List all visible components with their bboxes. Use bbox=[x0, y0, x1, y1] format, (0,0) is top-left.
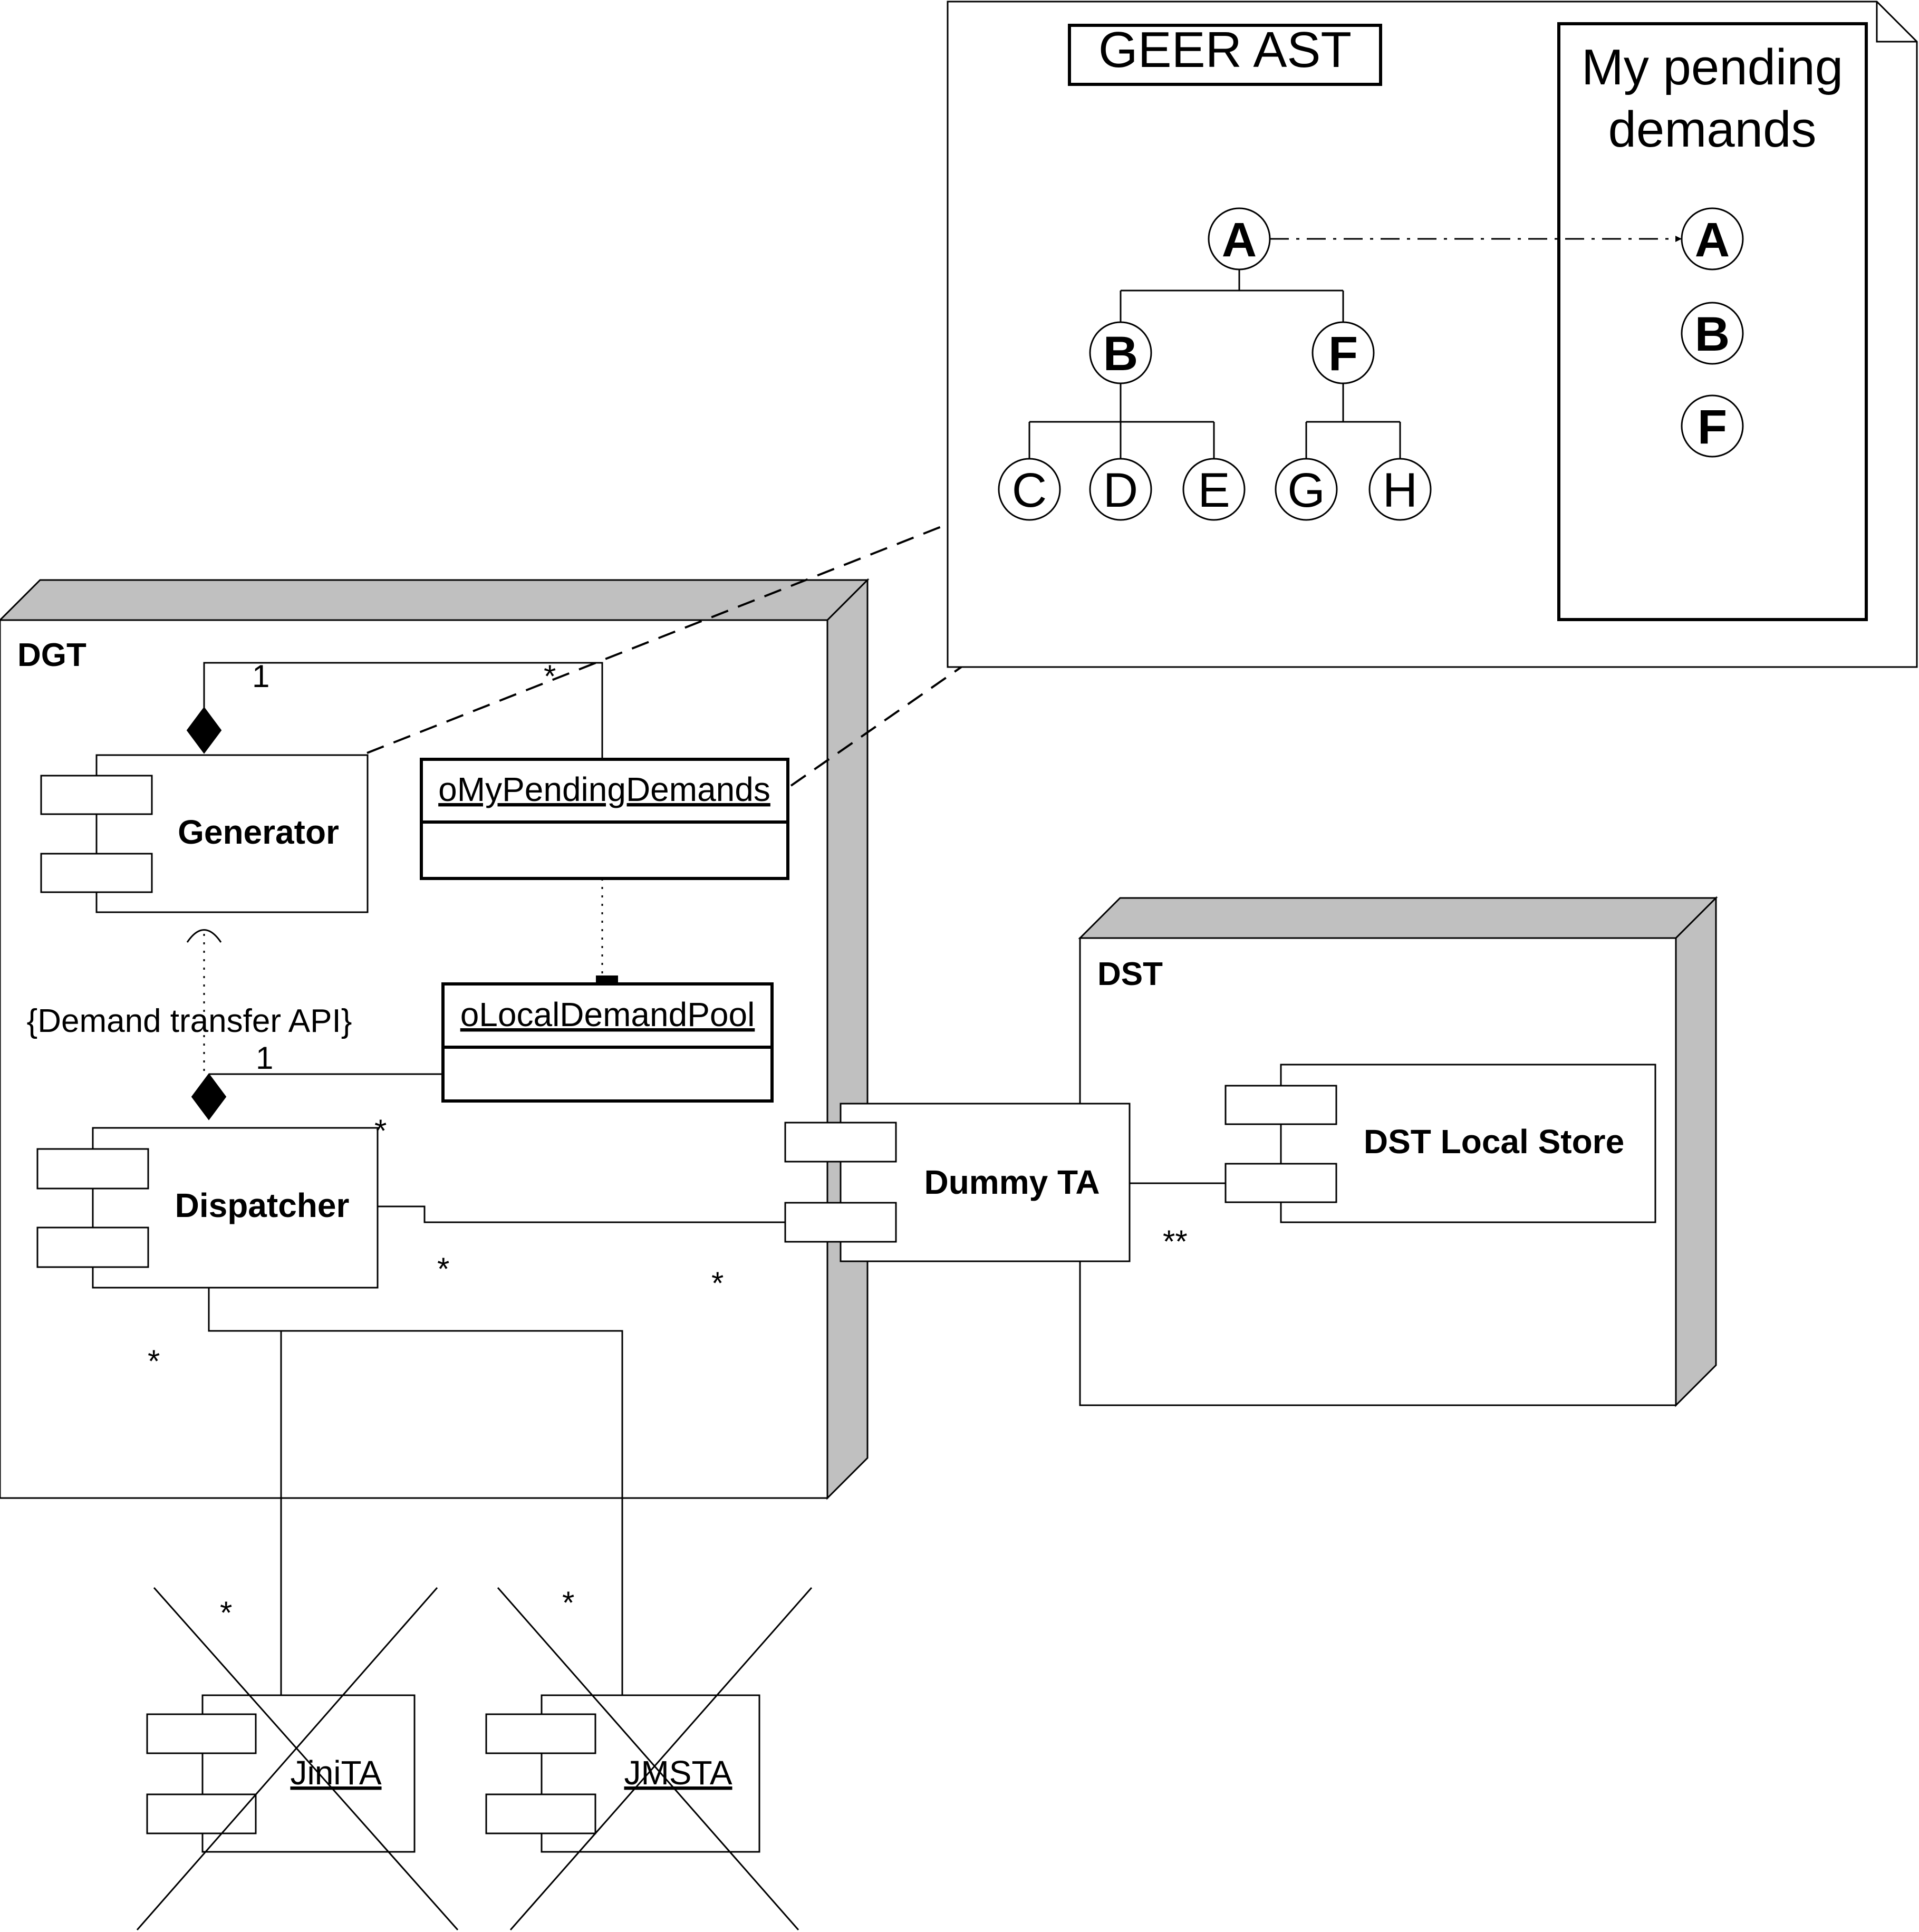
note-link-generator bbox=[367, 525, 943, 754]
api-socket bbox=[186, 929, 222, 943]
local-demand-pool-label: oLocalDemandPool bbox=[460, 996, 755, 1033]
dst-store-port-bottom bbox=[1224, 1163, 1337, 1203]
jini-ta-strikeout bbox=[136, 1587, 459, 1930]
multiplicity-disp-one: 1 bbox=[256, 1040, 273, 1076]
jms-ta-label: JMSTA bbox=[624, 1754, 732, 1792]
multiplicity-gen-many: * bbox=[544, 659, 556, 694]
pending-item-b: B bbox=[1681, 302, 1744, 365]
dst-local-store-component: DST Local Store bbox=[1224, 1064, 1656, 1223]
dst-local-store-label: DST Local Store bbox=[1364, 1123, 1624, 1161]
ast-node-c: C bbox=[998, 458, 1061, 521]
ast-tree-edges bbox=[1028, 269, 1401, 459]
generator-component: Generator bbox=[40, 754, 369, 913]
svg-text:E: E bbox=[1198, 463, 1230, 517]
geer-ast-title-box bbox=[1068, 24, 1382, 86]
jini-ta-component: JiniTA bbox=[146, 1694, 416, 1853]
pending-demands-title-line2: demands bbox=[1608, 101, 1817, 158]
dummy-ta-label: Dummy TA bbox=[924, 1163, 1100, 1201]
jini-ta-label: JiniTA bbox=[290, 1754, 381, 1792]
ast-node-d: D bbox=[1089, 458, 1152, 521]
generator-composition bbox=[203, 662, 603, 759]
demand-transfer-api-label: {Demand transfer API} bbox=[27, 1003, 352, 1039]
multiplicity-disp-bottom: * bbox=[148, 1344, 160, 1379]
multiplicity-dummy-store: ** bbox=[1163, 1224, 1188, 1259]
dispatcher-label: Dispatcher bbox=[175, 1186, 350, 1224]
ast-node-g: G bbox=[1275, 458, 1338, 521]
dispatcher-component: Dispatcher bbox=[36, 1127, 379, 1289]
svg-text:B: B bbox=[1695, 307, 1730, 361]
dispatcher-port-bottom bbox=[36, 1226, 149, 1268]
jms-ta-strikeout bbox=[497, 1587, 813, 1930]
geer-ast-note: GEER AST My pending demands A B F C D bbox=[947, 1, 1918, 668]
jini-ta-port-top bbox=[146, 1713, 257, 1754]
ast-node-b: B bbox=[1089, 321, 1152, 384]
jms-ta-port-bottom bbox=[485, 1793, 596, 1834]
pending-demands-title-line1: My pending bbox=[1582, 39, 1843, 95]
multiplicity-gen-one: 1 bbox=[252, 659, 269, 694]
svg-text:G: G bbox=[1287, 463, 1325, 517]
pending-item-a: A bbox=[1681, 207, 1744, 271]
my-pending-demands-label: oMyPendingDemands bbox=[438, 770, 770, 808]
svg-text:F: F bbox=[1328, 327, 1358, 381]
dummy-ta-port-bottom bbox=[784, 1202, 897, 1243]
dst-store-port-top bbox=[1224, 1085, 1337, 1125]
pending-item-f: F bbox=[1681, 394, 1744, 458]
generator-label: Generator bbox=[178, 813, 339, 851]
multiplicity-jini-many: * bbox=[220, 1595, 232, 1630]
dispatcher-dummy-link bbox=[378, 1205, 785, 1223]
ast-node-h: H bbox=[1368, 458, 1432, 521]
dummy-ta-component: Dummy TA bbox=[784, 1103, 1131, 1262]
dispatcher-diamond bbox=[191, 1073, 227, 1120]
dispatcher-port-top bbox=[36, 1148, 149, 1190]
svg-text:H: H bbox=[1383, 463, 1417, 517]
note-link-pending-demands bbox=[790, 666, 962, 787]
multiplicity-jms-many: * bbox=[562, 1585, 574, 1620]
ast-node-e: E bbox=[1182, 458, 1246, 521]
svg-text:A: A bbox=[1695, 213, 1730, 267]
local-demand-pool-object: oLocalDemandPool bbox=[441, 982, 774, 1103]
jms-ta-component: JMSTA bbox=[485, 1694, 760, 1853]
jini-ta-port-bottom bbox=[146, 1793, 257, 1834]
jms-ta-port-top bbox=[485, 1713, 596, 1754]
svg-text:B: B bbox=[1103, 327, 1138, 381]
multiplicity-disp-many: * bbox=[374, 1113, 387, 1148]
svg-text:A: A bbox=[1222, 213, 1257, 267]
dispatcher-jini-link bbox=[208, 1288, 623, 1695]
svg-text:C: C bbox=[1012, 463, 1047, 517]
multiplicity-disp-dummy-b: * bbox=[711, 1266, 724, 1301]
svg-text:D: D bbox=[1103, 463, 1138, 517]
ast-node-a: A bbox=[1208, 207, 1271, 271]
generator-port-bottom bbox=[40, 853, 153, 893]
my-pending-demands-object: oMyPendingDemands bbox=[420, 758, 789, 880]
dummy-ta-port-top bbox=[784, 1122, 897, 1163]
multiplicity-disp-dummy-a: * bbox=[437, 1251, 449, 1287]
dst-label: DST bbox=[1097, 956, 1163, 992]
generator-diamond bbox=[186, 707, 222, 754]
generator-port-top bbox=[40, 775, 153, 815]
dgt-label: DGT bbox=[17, 637, 86, 673]
svg-text:F: F bbox=[1698, 400, 1727, 454]
ast-node-f: F bbox=[1312, 321, 1375, 384]
geer-ast-title: GEER AST bbox=[1098, 22, 1352, 78]
